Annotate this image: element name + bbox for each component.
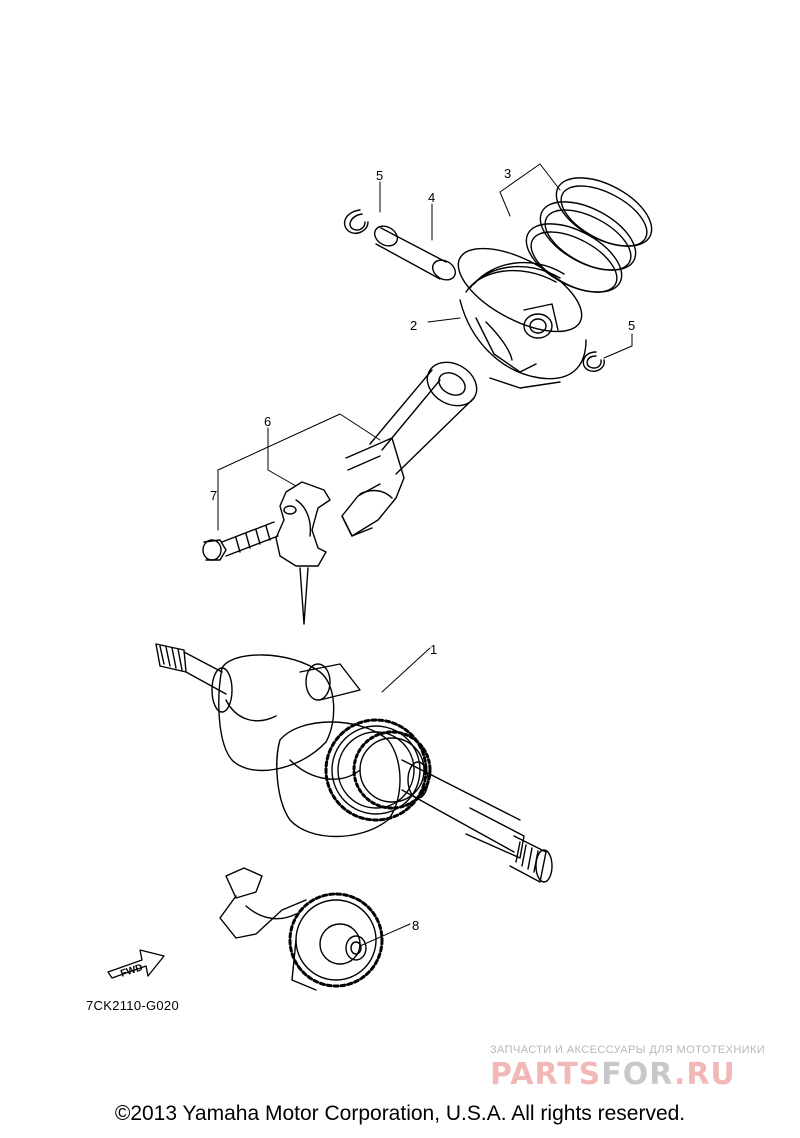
circlip-right-illustration: [582, 351, 605, 372]
watermark-logo: PARTSFOR.RU: [490, 1058, 790, 1092]
callout-5-right: 5: [628, 318, 635, 333]
circlip-left-illustration: [343, 209, 369, 234]
copyright-notice: ©2013 Yamaha Motor Corporation, U.S.A. A…: [114, 1102, 686, 1125]
rod-bolt-illustration: [202, 521, 279, 561]
piston-pin-illustration: [373, 225, 457, 281]
watermark-logo-part1: PARTS: [490, 1057, 602, 1092]
watermark-logo-part3: .RU: [673, 1057, 736, 1092]
piston-rings-illustration: [525, 177, 653, 293]
connecting-rod-illustration: [341, 361, 478, 537]
watermark-tagline: ЗАПЧАСТИ И АКСЕССУАРЫ ДЛЯ МОТОТЕХНИКИ: [490, 1044, 766, 1056]
fwd-label: FWD: [119, 962, 144, 980]
callout-2: 2: [410, 318, 417, 333]
diagram-part-code: 7CK2110-G020: [86, 998, 179, 1013]
callout-4: 4: [428, 190, 435, 205]
callout-7: 7: [210, 488, 217, 503]
fwd-arrow-icon: [107, 949, 165, 979]
piston-illustration: [457, 247, 587, 389]
leader-lines: [217, 163, 633, 947]
balancer-gear-illustration: [219, 867, 384, 991]
callout-8: 8: [412, 918, 419, 933]
crankshaft-illustration: [155, 643, 553, 883]
watermark-logo-part2: FOR: [601, 1057, 674, 1092]
callout-1: 1: [430, 642, 437, 657]
callout-6: 6: [264, 414, 271, 429]
rod-cap-illustration: [275, 481, 331, 625]
callout-5-top: 5: [376, 168, 383, 183]
callout-3: 3: [504, 166, 511, 181]
